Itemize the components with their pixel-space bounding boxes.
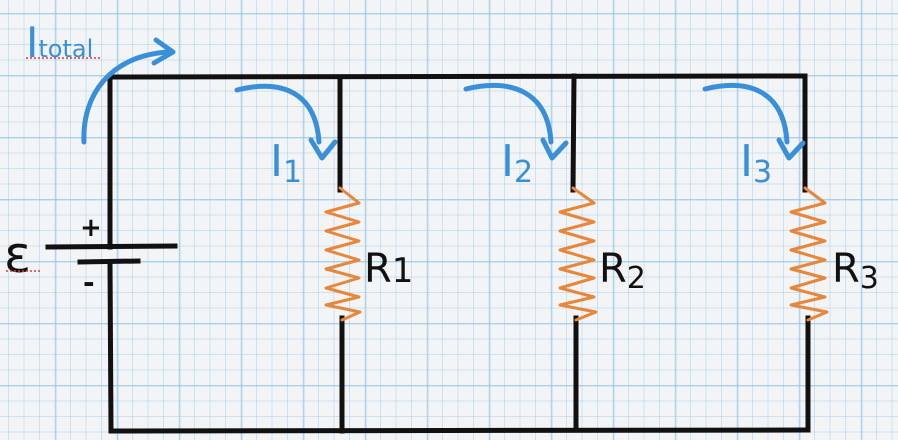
total-current-arrowhead-icon: [151, 37, 176, 66]
battery: + - ε: [4, 213, 178, 299]
branch-3-arrowhead-icon: [776, 137, 806, 161]
top-wire: [107, 73, 808, 80]
branch-1-current-label: I1: [270, 136, 302, 190]
branch-current-labels: I1 I2 I3: [270, 136, 772, 190]
battery-long-plate: [45, 243, 178, 250]
branch-1-arrowhead-icon: [308, 137, 338, 161]
battery-plus-sign: +: [80, 213, 102, 243]
resistor-1-label: R1: [364, 246, 413, 292]
total-current: Itotal: [26, 18, 176, 145]
branch-3-current-arrow-icon: [702, 83, 790, 145]
resistor-labels: R1 R2 R3: [364, 246, 879, 296]
branch-2-wire-top: [570, 73, 577, 193]
resistors: [324, 186, 829, 322]
total-current-label: Itotal: [26, 18, 93, 67]
battery-minus-sign: -: [83, 266, 95, 299]
left-wire-bottom: [107, 259, 114, 434]
resistor-3: [789, 186, 829, 322]
resistor-3-label: R3: [832, 246, 879, 296]
branch-2-current-label: I2: [501, 136, 533, 190]
resistor-1: [324, 186, 362, 322]
bottom-wire: [108, 427, 811, 434]
branch-2-current-arrow-icon: [463, 83, 554, 145]
branch-3-current-label: I3: [740, 136, 772, 190]
wires: [107, 73, 811, 434]
battery-short-plate: [77, 258, 141, 265]
resistor-2-label: R2: [599, 246, 646, 296]
resistor-2: [558, 186, 598, 322]
emf-label: ε: [4, 226, 31, 284]
branch-1-current-arrow-icon: [234, 83, 322, 145]
branch-2-arrowhead-icon: [540, 137, 569, 161]
branch-current-arrows: [234, 83, 806, 161]
total-current-arrow-icon: [81, 49, 171, 145]
